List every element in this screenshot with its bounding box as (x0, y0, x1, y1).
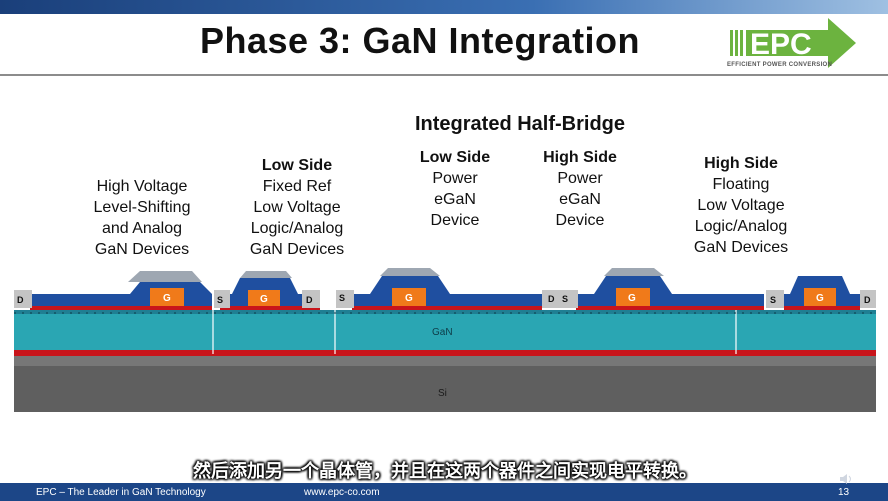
terminal-d-2: D (306, 295, 313, 305)
half-bridge-title: Integrated Half-Bridge (414, 113, 626, 135)
footer-url[interactable]: www.epc-co.com (304, 487, 380, 498)
title-divider (0, 74, 888, 76)
gate-label-4: G (628, 293, 636, 304)
gan-cross-section-diagram: D G S G D S G D S G S G D GaN Si (14, 268, 876, 412)
video-subtitle: 然后添加另一个晶体管，并且在这两个器件之间实现电平转换。 (193, 461, 697, 481)
label-low-side-logic: Low Side Fixed Ref Low Voltage Logic/Ana… (249, 157, 345, 258)
gate-label-5: G (816, 293, 824, 304)
layer-label-si: Si (438, 388, 447, 399)
terminal-d-5: D (864, 295, 871, 305)
terminal-s-5: S (770, 295, 776, 305)
footer-bar (0, 483, 888, 501)
terminal-d-3: D (548, 294, 555, 304)
red-interface-line (14, 350, 876, 356)
speaker-icon[interactable] (840, 474, 854, 484)
gan-layer (14, 312, 876, 350)
logo-text: EPC (750, 28, 812, 61)
logo-tagline: EFFICIENT POWER CONVERSION (727, 62, 833, 68)
gate-label-3: G (405, 293, 413, 304)
label-high-side-power: High Side Power eGaN Device (543, 149, 617, 229)
label-hv-level-shift: High Voltage Level-Shifting and Analog G… (93, 178, 191, 258)
slide-title: Phase 3: GaN Integration (199, 20, 641, 61)
terminal-s-3: S (339, 293, 345, 303)
gate-label-1: G (163, 293, 171, 304)
terminal-d-1: D (17, 295, 24, 305)
gate-label-2: G (260, 294, 268, 305)
terminal-s-2: S (217, 295, 223, 305)
label-high-side-logic: High Side Floating Low Voltage Logic/Ana… (693, 155, 789, 256)
footer-company: EPC – The Leader in GaN Technology (36, 487, 206, 498)
layer-label-gan: GaN (432, 327, 453, 338)
epc-logo: EPC (730, 18, 856, 68)
label-low-side-power: Low Side Power eGaN Device (419, 149, 491, 229)
page-number: 13 (838, 487, 850, 498)
terminal-s-4: S (562, 294, 568, 304)
top-banner (0, 0, 888, 14)
